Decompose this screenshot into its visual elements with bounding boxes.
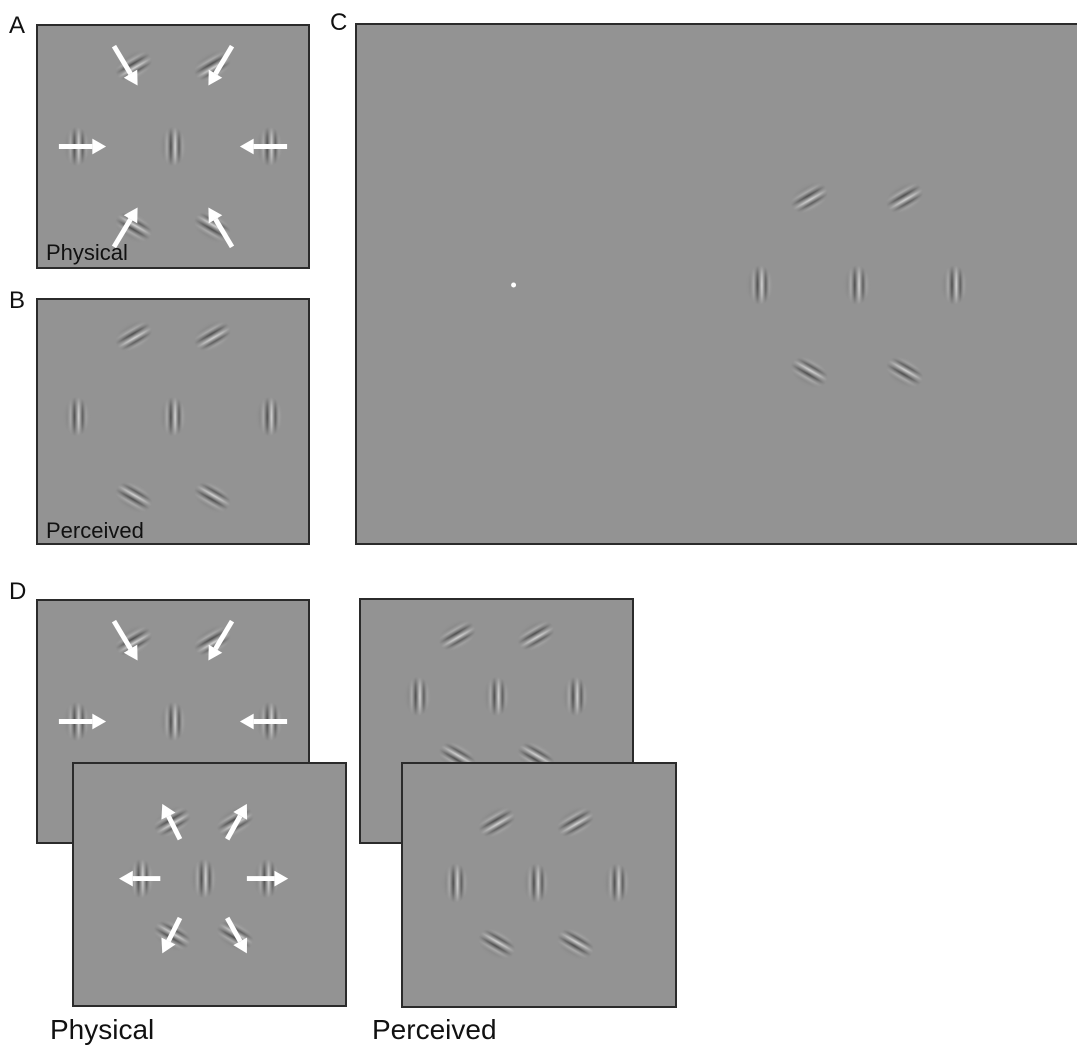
panel-letter-c: C [330, 9, 348, 36]
gabor-stimulus-c [511, 175, 969, 395]
gabor-patch [472, 800, 521, 844]
gabor-patch [522, 863, 550, 903]
arrow-icon [208, 619, 235, 661]
gabor-stimulus-a [58, 44, 288, 249]
d-perceived-caption: Perceived [372, 1014, 497, 1045]
gabor-patch [843, 265, 871, 305]
physical-label: Physical [46, 240, 128, 265]
gabor-patch [189, 858, 218, 899]
panel-d-perceived-front [401, 762, 677, 1008]
arrow-icon [225, 916, 248, 954]
panel-d-physical-front [72, 762, 347, 1007]
arrow-icon [119, 870, 161, 887]
gabor-stimulus-d2 [119, 799, 289, 958]
d-physical-caption: Physical [50, 1014, 155, 1045]
gabor-stimulus-d4 [441, 800, 631, 966]
gabor-patch [785, 350, 834, 395]
arrow-icon [225, 803, 248, 841]
arrow-icon [239, 138, 288, 155]
arrow-icon [111, 44, 138, 86]
arrow-icon [161, 916, 183, 954]
arrow-icon [208, 207, 235, 249]
gabor-patch [940, 265, 969, 305]
gabor-patch [109, 314, 158, 358]
gabor-patch [880, 175, 929, 220]
arrow-icon [208, 44, 235, 86]
arrow-icon [246, 870, 289, 887]
gabor-patch [188, 314, 237, 358]
gabor-patch [433, 613, 482, 658]
gabor-patch [472, 922, 521, 966]
arrow-icon [111, 207, 138, 249]
gabor-patch [511, 613, 560, 658]
gabor-patch [404, 676, 432, 717]
gabor-patch [441, 863, 470, 903]
gabor-patch [745, 265, 774, 305]
panel-letter-a: A [9, 12, 26, 39]
arrow-icon [58, 713, 107, 730]
gabor-patch [188, 475, 237, 520]
gabor-patch [551, 800, 600, 844]
gabor-patch [551, 922, 600, 966]
panel-c-display [355, 23, 1077, 545]
arrow-icon [239, 713, 288, 730]
panel-letter-d: D [9, 578, 27, 605]
gabor-patch [62, 396, 91, 437]
gabor-patch [109, 205, 158, 249]
arrow-icon [111, 619, 138, 661]
gabor-patch [785, 175, 834, 220]
gabor-patch [109, 475, 158, 520]
gabor-patch [159, 701, 187, 742]
gabor-patch [561, 676, 589, 717]
gabor-stimulus-b [62, 314, 284, 520]
panel-letter-b: B [9, 287, 26, 314]
gabor-patch [880, 350, 929, 395]
gabor-patch [109, 44, 158, 88]
gabor-patch [109, 619, 158, 663]
gabor-patch [482, 676, 511, 717]
gabor-patch [602, 863, 631, 903]
gabor-patch [255, 396, 284, 437]
perceived-label: Perceived [46, 518, 144, 543]
arrow-icon [58, 138, 107, 155]
fixation-dot [511, 282, 517, 288]
arrow-icon [161, 803, 183, 841]
panel-a-physical: Physical [36, 24, 310, 269]
gabor-patch [159, 126, 187, 167]
panel-b-perceived: Perceived [36, 298, 310, 545]
gabor-patch [159, 396, 187, 437]
